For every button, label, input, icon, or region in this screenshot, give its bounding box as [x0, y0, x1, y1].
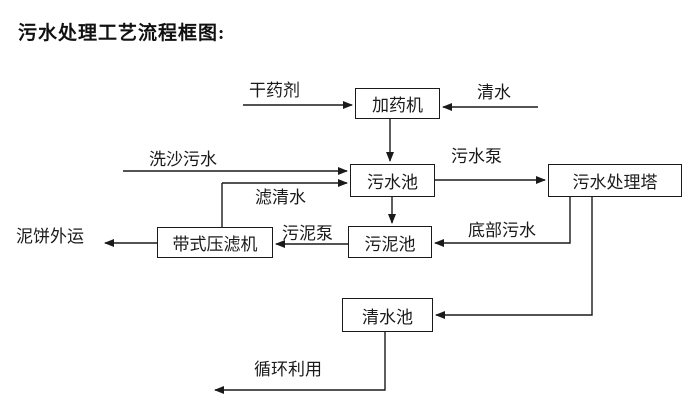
node-sludge-pool-label: 污泥池	[364, 234, 416, 254]
edge-label-filtered-water: 滤清水	[255, 188, 306, 207]
node-dosing-machine: 加药机	[355, 88, 440, 119]
edge-label-clean-water: 清水	[477, 83, 511, 102]
node-sludge-pool: 污泥池	[348, 226, 432, 258]
edge-label-dry-agent: 干药剂	[249, 81, 300, 100]
node-sewage-treatment-tower-label: 污水处理塔	[572, 173, 658, 192]
edge-label-sand-washing-sewage: 洗沙污水	[149, 150, 217, 169]
edge-clean-water-pool-to-recycle	[214, 332, 386, 394]
node-sewage-pool-label: 污水池	[367, 173, 418, 192]
edge-label-sewage-pump: 污水泵	[451, 147, 502, 166]
node-dosing-machine-label: 加药机	[372, 96, 423, 115]
edge-label-mud-cake-out: 泥饼外运	[16, 227, 84, 246]
node-belt-filter-press: 带式压滤机	[157, 227, 273, 258]
node-sewage-treatment-tower: 污水处理塔	[548, 164, 682, 197]
edge-label-sludge-pump: 污泥泵	[282, 224, 333, 243]
edge-tower-to-clean-water-pool	[435, 197, 593, 319]
page-title: 污水处理工艺流程框图:	[18, 23, 226, 44]
node-sewage-pool: 污水池	[350, 164, 435, 197]
node-clean-water-pool: 清水池	[342, 298, 433, 332]
node-clean-water-pool-label: 清水池	[362, 307, 413, 327]
edge-tower-bottom-sewage-to-sludge-pool	[434, 197, 571, 247]
edge-label-bottom-sewage: 底部污水	[468, 221, 536, 240]
node-belt-filter-press-label: 带式压滤机	[172, 235, 258, 254]
edge-label-recycle-use: 循环利用	[254, 360, 322, 379]
